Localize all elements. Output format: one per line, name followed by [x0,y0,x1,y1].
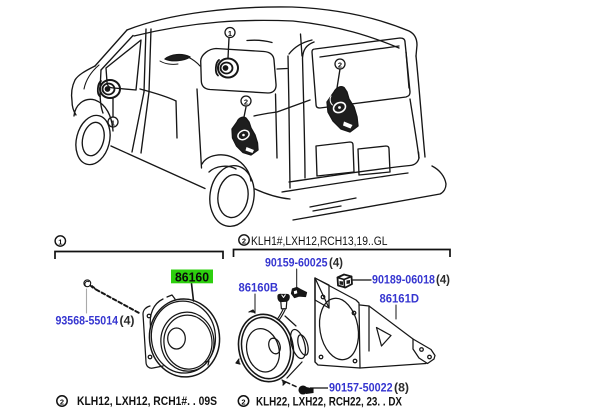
svg-text:(4): (4) [120,314,135,328]
svg-text:2: 2 [241,398,245,407]
svg-text:86160B: 86160B [239,281,279,295]
svg-text:KLH1#,LXH12,RCH13,19..GL: KLH1#,LXH12,RCH13,19..GL [251,234,388,248]
svg-text:2: 2 [60,398,64,407]
svg-text:1: 1 [228,29,232,38]
svg-text:1: 1 [111,119,115,128]
svg-text:(4): (4) [329,256,343,270]
svg-text:86161D: 86161D [380,292,420,306]
svg-text:1: 1 [58,238,62,247]
svg-text:93568-55014: 93568-55014 [56,314,119,328]
svg-text:2: 2 [244,98,248,107]
svg-text:90159-60025: 90159-60025 [265,256,328,270]
svg-text:86160: 86160 [175,270,209,285]
svg-text:90157-50022: 90157-50022 [329,381,393,395]
svg-text:KLH22, LXH22, RCH22, 23. . DX: KLH22, LXH22, RCH22, 23. . DX [256,395,402,409]
svg-text:90189-06018: 90189-06018 [372,273,435,287]
svg-text:2: 2 [242,237,246,246]
svg-text:(8): (8) [394,381,409,395]
svg-text:KLH12, LXH12, RCH1#. . 09S: KLH12, LXH12, RCH1#. . 09S [77,394,217,408]
svg-text:(4): (4) [436,273,450,287]
svg-text:2: 2 [338,61,342,70]
